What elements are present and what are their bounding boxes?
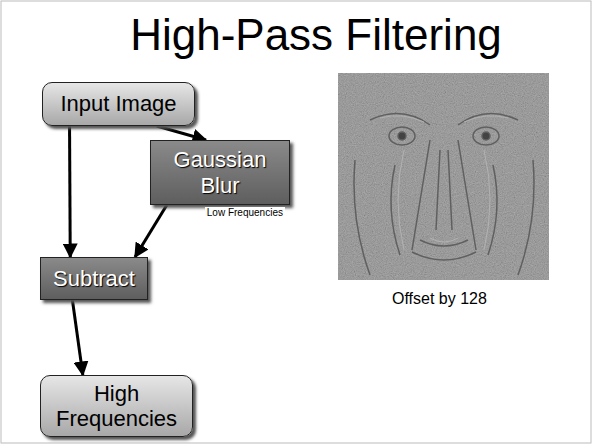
box-label: High Frequencies [49, 381, 184, 432]
arrow-connector [72, 300, 82, 375]
box-label: Gaussian Blur [159, 147, 281, 198]
arrow-connector [157, 126, 206, 140]
process-box: Gaussian Blur [150, 140, 290, 205]
slide-title: High-Pass Filtering [20, 10, 592, 60]
image-caption: Offset by 128 [392, 290, 487, 308]
arrow-connector [68, 126, 72, 257]
edge-label: Low Frequencies [205, 207, 285, 218]
output-box: High Frequencies [40, 375, 193, 437]
input-box: Input Image [42, 82, 195, 126]
box-label: Input Image [60, 91, 176, 116]
high-pass-image [338, 73, 549, 280]
box-label: Subtract [53, 266, 135, 291]
arrow-connector [135, 205, 167, 257]
process-box: Subtract [40, 257, 148, 300]
